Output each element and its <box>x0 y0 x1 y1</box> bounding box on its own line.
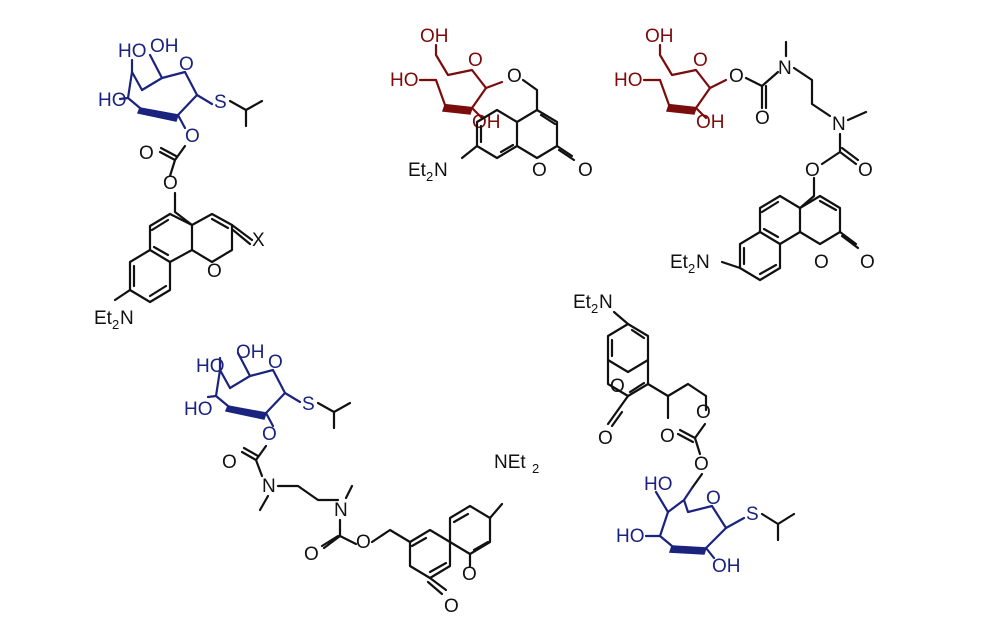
molecule-3-n2: N <box>832 114 846 135</box>
molecule-1-oh-top: OH <box>150 36 179 57</box>
molecule-5-ester-o2: O <box>694 454 709 475</box>
molecule-2-lactone-o: O <box>532 160 547 181</box>
molecule-2-ring-o: O <box>468 50 483 71</box>
molecule-4: HO OH O HO O S O N N O O O O NEt 2 <box>184 342 539 617</box>
molecule-3-oh-top: OH <box>645 26 674 47</box>
molecule-2-oh-bottom: OH <box>472 112 501 133</box>
molecule-3-lactone-o: O <box>814 252 829 273</box>
molecule-3-carbamate-o2: O <box>858 160 873 181</box>
molecule-4-carbamate-o1: O <box>222 452 237 473</box>
molecule-1-ho-top: HO <box>118 41 147 62</box>
molecule-4-lactone-o: O <box>462 564 477 585</box>
molecule-5-ring-o: O <box>706 488 721 509</box>
molecule-1-ester-o: O <box>163 173 178 194</box>
molecule-2-oh-top: OH <box>420 26 449 47</box>
molecule-5-sulfur: S <box>746 504 759 525</box>
molecule-2-amine-sub: 2 <box>426 169 433 184</box>
molecule-5-lactone-o: O <box>610 376 625 397</box>
molecule-3-ring-o: O <box>693 50 708 71</box>
molecule-1-ring-o: O <box>179 54 194 75</box>
molecule-3-amine-n: N <box>696 252 710 273</box>
molecule-4-sulfur: S <box>302 394 315 415</box>
molecule-4-oh-top: OH <box>236 342 265 363</box>
molecule-3-link-o: O <box>805 160 820 181</box>
molecule-5-amine-et: Et <box>573 292 592 313</box>
molecule-4-n1: N <box>262 476 276 497</box>
molecule-5-oh-bottom: OH <box>712 556 741 577</box>
molecule-3-carbonyl-o: O <box>860 252 875 273</box>
molecule-1-sugar <box>118 53 214 130</box>
molecule-4-ho-left: HO <box>184 399 213 420</box>
molecule-1-o-link: O <box>185 126 200 147</box>
molecule-2-carbonyl-o: O <box>578 160 593 181</box>
molecule-5-ho-top: HO <box>644 474 673 495</box>
molecule-5-amine-n: N <box>599 292 613 313</box>
molecule-1-carbonate-o: O <box>139 143 154 164</box>
molecule-4-amine-n: NEt <box>494 452 526 473</box>
molecule-5-carbonyl-o: O <box>598 428 613 449</box>
molecule-4-ring-o: O <box>268 352 283 373</box>
molecule-3: OH O HO OH O O N N O O O O Et 2 N <box>614 26 875 282</box>
molecule-4-ho-top: HO <box>196 356 225 377</box>
molecule-3-ho-left: HO <box>614 70 643 91</box>
molecule-5-amine-sub: 2 <box>591 301 598 316</box>
molecule-3-amine-et: Et <box>670 252 689 273</box>
molecule-2: OH O HO OH O O O Et 2 N <box>390 26 593 184</box>
molecule-5: Et 2 N O O O O O HO O HO OH S <box>573 292 796 577</box>
molecule-1-lactone-o: O <box>207 261 222 282</box>
molecule-5-ho-left: HO <box>616 526 645 547</box>
molecule-1-amine-n: N <box>120 308 134 329</box>
molecule-1-amine-et: Et <box>94 308 113 329</box>
molecule-3-amine-sub: 2 <box>688 261 695 276</box>
molecule-2-glycosidic-o: O <box>507 66 522 87</box>
molecule-5-carbonate-o: O <box>660 426 675 447</box>
molecule-5-ester-o1: O <box>696 402 711 423</box>
molecule-4-link-o: O <box>356 532 371 553</box>
molecule-3-n1: N <box>778 58 792 79</box>
molecule-3-ester-o: O <box>729 66 744 87</box>
molecule-4-n2: N <box>334 500 348 521</box>
molecule-2-amine-et: Et <box>408 160 427 181</box>
molecule-4-amine-sub: 2 <box>532 461 539 476</box>
molecule-2-amine-n: N <box>434 160 448 181</box>
molecule-1: HO OH O HO O S O O O X Et 2 N <box>94 36 265 332</box>
molecule-1-ho-left: HO <box>98 90 127 111</box>
molecule-1-amine-sub: 2 <box>112 317 119 332</box>
molecule-4-o-link: O <box>262 424 277 445</box>
molecule-2-ho-left: HO <box>390 70 419 91</box>
molecule-3-carbamate-o1: O <box>755 108 770 129</box>
molecule-4-carbamate-o2: O <box>304 544 319 565</box>
molecule-1-x: X <box>252 230 265 251</box>
molecule-1-sulfur: S <box>214 92 227 113</box>
molecule-3-oh-bottom: OH <box>696 112 725 133</box>
molecule-4-carbonyl-o: O <box>444 596 459 617</box>
